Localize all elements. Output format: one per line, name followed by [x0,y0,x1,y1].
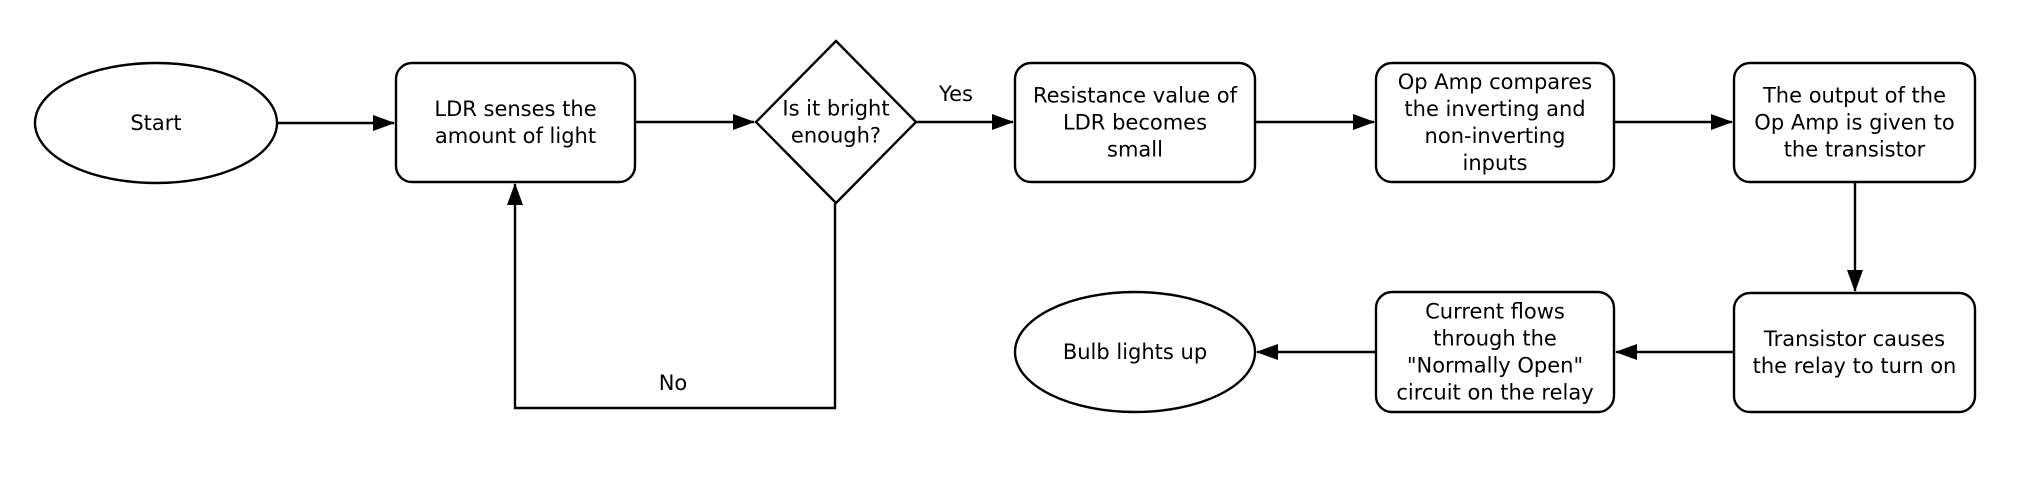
node-label-current-flows-normally-open-line-1: through the [1433,327,1557,351]
node-ldr-senses-light: LDR senses the amount of light [394,61,637,184]
edge-label-decision-no-loop: No [659,371,688,395]
edge-label-decision-yes-to-resistance: Yes [938,82,973,106]
node-label-resistance-becomes-small-line-1: LDR becomes [1063,111,1207,135]
node-label-ldr-senses-light-line-0: LDR senses the [434,97,596,121]
bulb-lights-up-ellipse-shape [1013,290,1257,414]
node-label-opamp-compares-inputs-line-2: non-inverting [1425,124,1566,148]
node-transistor-turns-relay-on: Transistor causes the relay to turn on [1732,291,1977,414]
node-label-current-flows-normally-open-line-2: "Normally Open" [1407,354,1583,378]
node-label-transistor-turns-relay-on-line-0: Transistor causes [1763,327,1945,351]
node-label-resistance-becomes-small-line-2: small [1107,138,1163,162]
node-label-is-it-bright-enough-line-1: enough? [791,124,881,148]
start-ellipse-shape [33,61,279,185]
node-current-flows-normally-open: Current flows through the "Normally Open" c… [1374,290,1616,414]
node-label-transistor-turns-relay-on-line-1: the relay to turn on [1753,354,1957,378]
ldr-senses-light-rect-shape [394,61,637,184]
edge-decision-no-loop [507,183,837,410]
node-is-it-bright-enough: Is it bright enough? [754,39,918,205]
node-label-opamp-compares-inputs-line-0: Op Amp compares [1398,70,1592,94]
node-label-ldr-senses-light-line-1: amount of light [435,124,596,148]
edges-layer [277,114,1863,410]
current-flows-normally-open-rect-shape [1374,290,1616,414]
node-label-is-it-bright-enough-line-0: Is it bright [782,97,889,121]
opamp-compares-inputs-rect-shape [1374,61,1616,184]
opamp-output-to-transistor-rect-shape [1732,61,1977,184]
transistor-turns-relay-on-rect-shape [1732,291,1977,414]
node-label-current-flows-normally-open-line-0: Current flows [1425,300,1565,324]
node-opamp-output-to-transistor: The output of the Op Amp is given to the t… [1732,61,1977,184]
is-it-bright-enough-diamond-shape [754,39,918,205]
node-label-current-flows-normally-open-line-3: circuit on the relay [1396,381,1593,405]
node-label-resistance-becomes-small-line-0: Resistance value of [1033,84,1238,108]
nodes-layer: Start LDR senses the amount of light Is it … [33,39,1977,414]
node-label-opamp-output-to-transistor-line-2: the transistor [1784,138,1926,162]
node-start: Start [33,61,279,185]
node-label-opamp-output-to-transistor-line-1: Op Amp is given to [1754,111,1954,135]
node-label-start-line-0: Start [130,111,181,135]
node-bulb-lights-up: Bulb lights up [1013,290,1257,414]
node-label-bulb-lights-up-line-0: Bulb lights up [1063,340,1207,364]
resistance-becomes-small-rect-shape [1013,61,1257,184]
node-label-opamp-compares-inputs-line-1: the inverting and [1404,97,1585,121]
node-label-opamp-compares-inputs-line-3: inputs [1463,151,1528,175]
node-label-opamp-output-to-transistor-line-0: The output of the [1762,84,1946,108]
node-resistance-becomes-small: Resistance value of LDR becomes small [1013,61,1257,184]
node-opamp-compares-inputs: Op Amp compares the inverting and non-inve… [1374,61,1616,184]
